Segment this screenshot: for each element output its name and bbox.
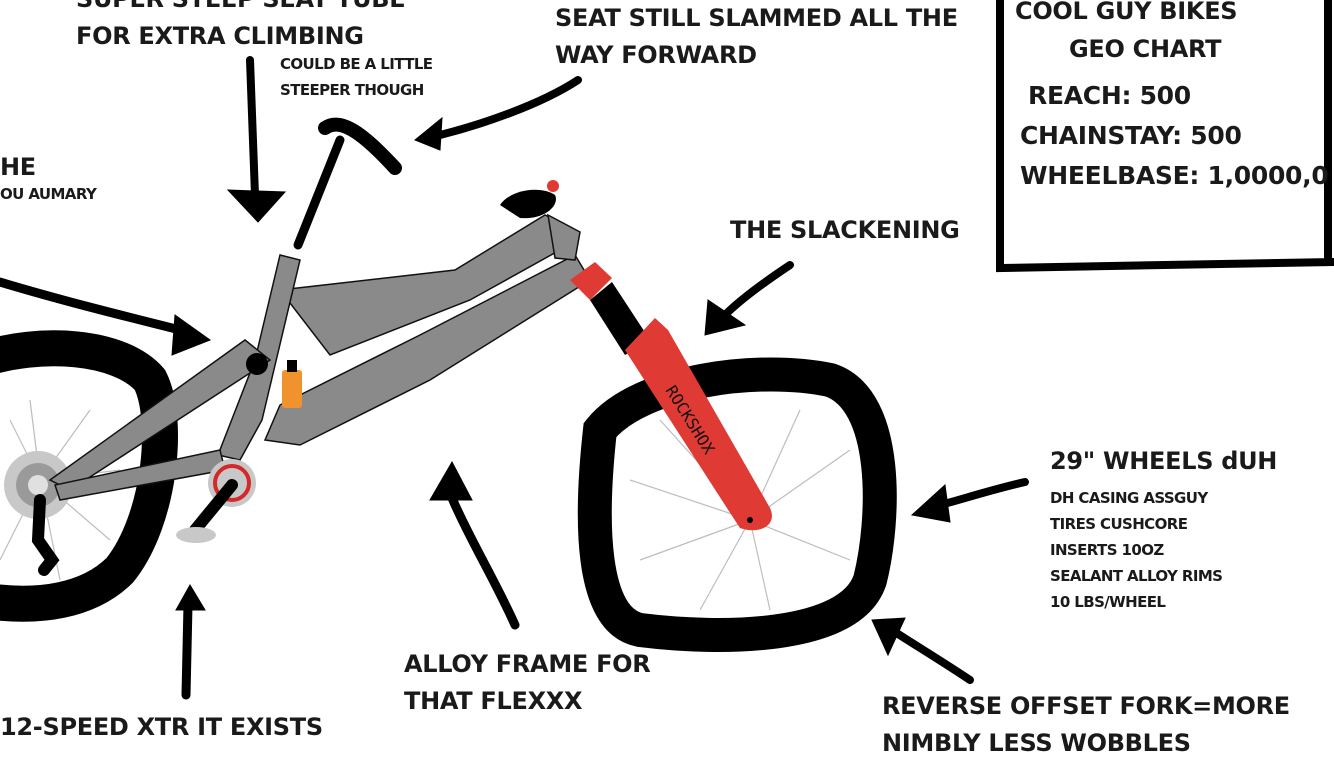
annotation-left-cut-line2: OU AUMARY bbox=[0, 185, 97, 203]
annotation-fork-line1: REVERSE OFFSET FORK=MORE bbox=[882, 692, 1290, 720]
annotation-fork: REVERSE OFFSET FORK=MORE NIMBLY LESS WOB… bbox=[882, 688, 1290, 762]
arrow-drivetrain bbox=[175, 584, 206, 700]
rear-hub-cassette bbox=[4, 451, 72, 519]
geo-chart-title: COOL GUY BIKES GEO CHART bbox=[1015, 0, 1238, 68]
derailleur bbox=[31, 494, 60, 576]
annotation-seat-tube: SUPER STEEP SEAT TUBE FOR EXTRA CLIMBING bbox=[76, 0, 406, 55]
arrow-seat-tube bbox=[226, 56, 287, 223]
arrow-fork bbox=[871, 617, 974, 684]
annotation-seat-tube-note-line2: STEEPER THOUGH bbox=[280, 81, 424, 99]
annotation-wheels-line: INSERTS 10OZ bbox=[1050, 541, 1164, 559]
main-pivot bbox=[246, 353, 268, 375]
annotation-seat-tube-note-line1: COULD BE A LITTLE bbox=[280, 55, 433, 73]
geo-row-value: 500 bbox=[1190, 121, 1242, 150]
down-tube bbox=[263, 254, 592, 446]
annotation-seat-line1: SEAT STILL SLAMMED ALL THE bbox=[555, 4, 958, 32]
geo-chart-row-reach: REACH: 500 bbox=[1020, 76, 1330, 116]
geo-row-label: CHAINSTAY: bbox=[1020, 121, 1182, 150]
annotation-frame: ALLOY FRAME FOR THAT FLEXXX bbox=[404, 646, 651, 720]
arrow-seat bbox=[414, 76, 582, 151]
crank bbox=[176, 459, 256, 543]
geo-chart-rows: REACH: 500 CHAINSTAY: 500 WHEELBASE: 1,0… bbox=[1020, 76, 1330, 196]
rear-shock-icon bbox=[282, 360, 302, 408]
geo-chart-title-line1: COOL GUY BIKES bbox=[1015, 0, 1238, 25]
geo-chart-row-chainstay: CHAINSTAY: 500 bbox=[1020, 116, 1330, 156]
annotation-seat-line2: WAY FORWARD bbox=[555, 41, 757, 69]
annotation-wheels-line: TIRES CUSHCORE bbox=[1050, 515, 1188, 533]
annotation-wheels-line: SEALANT ALLOY RIMS bbox=[1050, 567, 1223, 585]
front-tire bbox=[577, 357, 897, 652]
annotation-left-cut: HE OU AUMARY bbox=[0, 150, 97, 204]
geo-row-label: REACH: bbox=[1028, 81, 1132, 110]
geo-chart-border bbox=[996, 0, 1334, 273]
fork-stanchion bbox=[590, 282, 650, 355]
geo-row-value: 1,0000,000 bbox=[1207, 161, 1330, 190]
annotation-seat-tube-note: COULD BE A LITTLE STEEPER THOUGH bbox=[280, 51, 433, 103]
annotation-drivetrain: 12-SPEED XTR IT EXISTS bbox=[0, 713, 323, 741]
annotation-left-cut-line1: HE bbox=[0, 153, 36, 181]
arrows bbox=[0, 56, 1029, 700]
seatpost-saddle bbox=[293, 117, 402, 250]
head-tube bbox=[547, 213, 581, 261]
arrow-frame bbox=[429, 460, 520, 630]
annotation-wheels: 29" WHEELS dUH DH CASING ASSGUY TIRES CU… bbox=[1050, 443, 1277, 615]
annotation-seat: SEAT STILL SLAMMED ALL THE WAY FORWARD bbox=[555, 0, 958, 74]
annotation-seat-tube-line1: SUPER STEEP SEAT TUBE bbox=[76, 0, 406, 18]
annotation-wheels-line: 10 LBS/WHEEL bbox=[1050, 593, 1166, 611]
handlebar-stem bbox=[500, 180, 559, 219]
annotation-seat-tube-line2: FOR EXTRA CLIMBING bbox=[76, 22, 364, 50]
annotation-frame-line2: THAT FLEXXX bbox=[404, 687, 583, 715]
arrow-wheels bbox=[910, 478, 1029, 523]
geo-row-value: 500 bbox=[1139, 81, 1192, 110]
fork-crown bbox=[570, 262, 612, 300]
arrow-slackening bbox=[704, 261, 794, 336]
arrow-left-label bbox=[0, 277, 212, 356]
annotation-wheels-line: DH CASING ASSGUY bbox=[1050, 489, 1208, 507]
geo-chart-title-line2: GEO CHART bbox=[1069, 35, 1222, 63]
annotation-frame-line1: ALLOY FRAME FOR bbox=[404, 650, 651, 678]
annotation-wheels-title: 29" WHEELS dUH bbox=[1050, 447, 1278, 475]
frame bbox=[48, 213, 592, 501]
geo-chart-row-wheelbase: WHEELBASE: 1,0000,000 bbox=[1020, 156, 1330, 196]
geo-row-label: WHEELBASE: bbox=[1020, 161, 1200, 190]
fork-lower bbox=[625, 318, 772, 531]
annotation-fork-line2: NIMBLY LESS WOBBLES bbox=[882, 729, 1191, 757]
annotation-slackening: THE SLACKENING bbox=[730, 216, 960, 244]
